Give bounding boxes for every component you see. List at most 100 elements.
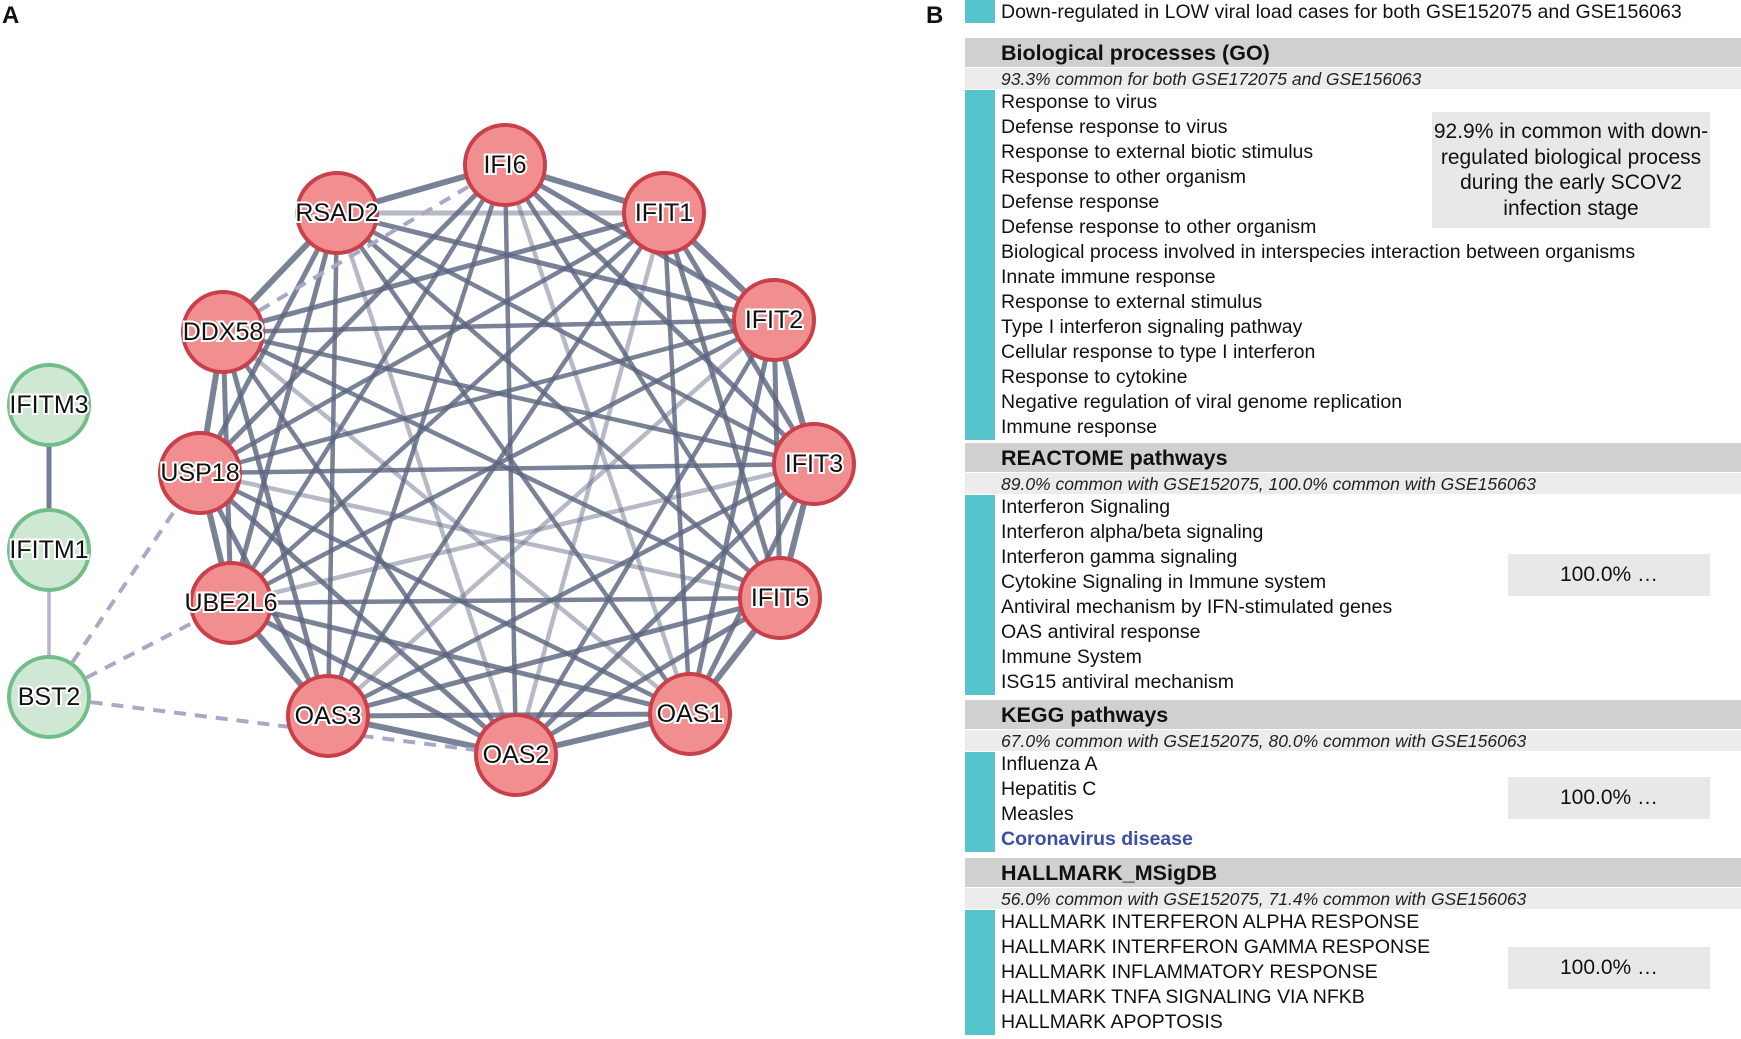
list-item: Immune System	[1001, 646, 1142, 668]
list-item: Type I interferon signaling pathway	[1001, 316, 1303, 338]
node-oas2: OAS2	[474, 713, 558, 797]
node-label: IFIT2	[745, 306, 803, 334]
list-item: Response to virus	[1001, 91, 1158, 113]
edge-ifi6-ifit5	[502, 162, 783, 601]
node-circle	[648, 672, 732, 756]
list-item: Innate immune response	[1001, 266, 1216, 288]
edge-oas1-ube2l6	[228, 600, 693, 717]
list-item: HALLMARK APOPTOSIS	[1001, 1011, 1223, 1033]
node-circle	[295, 171, 379, 255]
node-ddx58: DDX58	[181, 290, 265, 374]
node-oas1: OAS1	[648, 672, 732, 756]
list-item: Interferon Signaling	[1001, 496, 1171, 518]
list-item: Hepatitis C	[1001, 778, 1097, 800]
node-ube2l6: UBE2L6	[182, 561, 280, 645]
edge-ifit3-ube2l6	[228, 461, 817, 606]
node-circle	[286, 674, 370, 758]
node-label: BST2	[18, 683, 81, 711]
list-item: Response to external biotic stimulus	[1001, 141, 1314, 163]
edge-ifit2-rsad2	[334, 210, 777, 323]
note-box: 100.0% …	[1508, 947, 1710, 989]
panel-label-b: B	[926, 2, 944, 29]
edge-ifit1-oas2	[513, 210, 667, 758]
node-circle	[474, 713, 558, 797]
section-subheader: 67.0% common with GSE152075, 80.0% commo…	[965, 730, 1741, 751]
node-circle	[463, 123, 547, 207]
list-item: Antiviral mechanism by IFN-stimulated ge…	[1001, 596, 1393, 618]
node-bst2: BST2	[7, 655, 91, 739]
list-item: Interferon gamma signaling	[1001, 546, 1238, 568]
list-item: HALLMARK TNFA SIGNALING VIA NFKB	[1001, 986, 1365, 1008]
node-usp18: USP18	[158, 431, 242, 515]
section-color-bar	[965, 90, 995, 440]
node-label: RSAD2	[295, 199, 378, 227]
section-hallmark: HALLMARK_MSigDB 56.0% common with GSE152…	[965, 858, 1741, 1035]
node-label: OAS3	[295, 702, 362, 730]
edge-ifit5-usp18	[197, 470, 783, 601]
node-circle	[7, 655, 91, 739]
edge-ifit3-oas2	[513, 461, 817, 758]
node-label: IFIT1	[635, 199, 693, 227]
node-circle	[732, 278, 816, 362]
section-body: HALLMARK INTERFERON ALPHA RESPONSE HALLM…	[965, 910, 1741, 1035]
node-ifit5: IFIT5	[738, 556, 822, 640]
dashed-edge-bst2-usp18	[47, 471, 202, 699]
section-color-bar	[965, 752, 995, 852]
list-item-highlight: Coronavirus disease	[1001, 828, 1193, 850]
list-item: Immune response	[1001, 416, 1158, 438]
node-ifit3: IFIT3	[772, 422, 856, 506]
list-item: Negative regulation of viral genome repl…	[1001, 391, 1403, 413]
dashed-edge-ddx58-ifi6	[221, 163, 507, 334]
section-subheader: 89.0% common with GSE152075, 100.0% comm…	[965, 473, 1741, 494]
node-label: OAS2	[483, 741, 550, 769]
edge-ifit3-rsad2	[334, 210, 817, 467]
edge-ifit5-ube2l6	[228, 595, 783, 606]
list-item: Response to external stimulus	[1001, 291, 1263, 313]
legend-swatch	[965, 0, 995, 23]
list-item: Cytokine Signaling in Immune system	[1001, 571, 1327, 593]
node-label: UBE2L6	[184, 589, 277, 617]
panel-label-a: A	[2, 2, 20, 29]
enrichment-panel: Down-regulated in LOW viral load cases f…	[965, 0, 1741, 1039]
list-item: Response to other organism	[1001, 166, 1246, 188]
list-item: HALLMARK INTERFERON GAMMA RESPONSE	[1001, 936, 1431, 958]
edge-oas3-rsad2	[325, 210, 340, 719]
list-item: Defense response	[1001, 191, 1160, 213]
edge-ifit3-oas3	[325, 461, 817, 719]
edge-ifit2-oas1	[687, 317, 777, 717]
node-label: IFITM1	[9, 536, 88, 564]
section-kegg: KEGG pathways 67.0% common with GSE15207…	[965, 700, 1741, 852]
node-circle	[622, 171, 706, 255]
section-subheader: 93.3% common for both GSE172075 and GSE1…	[965, 68, 1741, 89]
list-item: Biological process involved in interspec…	[1001, 241, 1636, 263]
edge-ifit2-ube2l6	[228, 317, 777, 606]
node-ifitm3: IFITM3	[7, 363, 91, 447]
section-go: Biological processes (GO) 93.3% common f…	[965, 38, 1741, 440]
list-item: Defense response to virus	[1001, 116, 1228, 138]
list-item: ISG15 antiviral mechanism	[1001, 671, 1235, 693]
list-item: HALLMARK INFLAMMATORY RESPONSE	[1001, 961, 1378, 983]
note-box: 100.0% …	[1508, 777, 1710, 819]
edge-ifit1-ddx58	[220, 210, 667, 335]
list-item: HALLMARK INTERFERON ALPHA RESPONSE	[1001, 911, 1420, 933]
node-label: IFITM3	[9, 391, 88, 419]
legend: Down-regulated in LOW viral load cases f…	[965, 0, 1741, 23]
section-reactome: REACTOME pathways 89.0% common with GSE1…	[965, 443, 1741, 695]
list-item: OAS antiviral response	[1001, 621, 1201, 643]
edge-ifit2-usp18	[197, 317, 777, 476]
edge-ifi6-oas3	[325, 162, 508, 719]
edge-oas1-usp18	[197, 470, 693, 717]
edge-ifit5-oas2	[513, 595, 783, 758]
node-ifit2: IFIT2	[732, 278, 816, 362]
dashed-edge-bst2-oas2	[48, 695, 517, 757]
node-rsad2: RSAD2	[293, 171, 381, 255]
list-item: Interferon alpha/beta signaling	[1001, 521, 1264, 543]
node-ifi6: IFI6	[463, 123, 547, 207]
section-color-bar	[965, 910, 995, 1035]
list-item: Influenza A	[1001, 753, 1098, 775]
node-circle	[7, 363, 91, 447]
edge-ifi6-usp18	[197, 162, 508, 476]
node-circle	[181, 290, 265, 374]
node-circle	[772, 422, 856, 506]
